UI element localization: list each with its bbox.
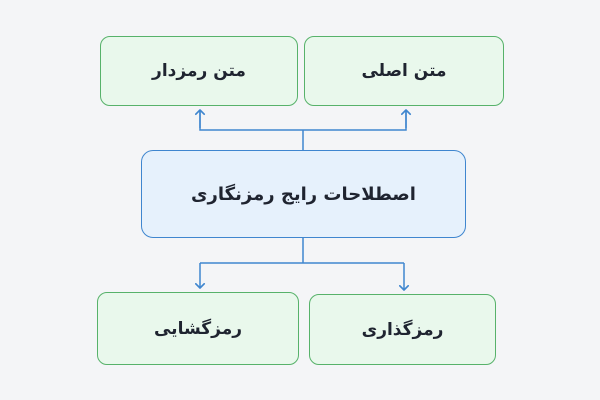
plain-text-box: متن اصلی [304,36,504,106]
decryption-label: رمزگشایی [153,318,243,339]
connector-center-to-bottom [200,238,404,264]
plain-text-label: متن اصلی [361,61,447,81]
encryption-label: رمزگذاری [361,319,444,340]
encryption-box: رمزگذاری [309,294,496,365]
decryption-box: رمزگشایی [97,292,299,365]
cipher-text-label: متن رمزدار [152,61,246,81]
connector-center-to-top [199,110,407,150]
cryptography-terms-box: اصطلاحات رایج رمزنگاری [141,150,466,238]
cipher-text-box: متن رمزدار [100,36,298,106]
cryptography-terms-label: اصطلاحات رایج رمزنگاری [191,183,416,205]
